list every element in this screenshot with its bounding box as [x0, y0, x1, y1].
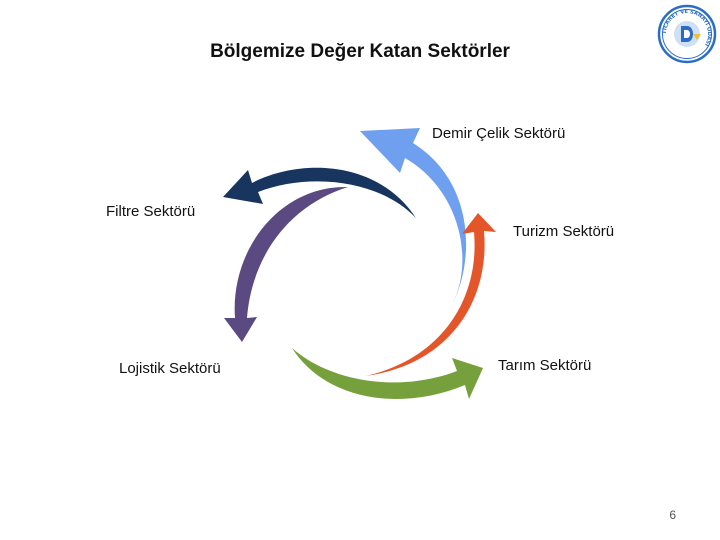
label-filtre: Filtre Sektörü [106, 203, 196, 220]
cycle-arrow-demir-celik [360, 128, 467, 305]
cycle-arrow-lojistik [224, 186, 348, 342]
cycle-arrow-turizm [365, 213, 496, 376]
label-turizm: Turizm Sektörü [513, 223, 615, 240]
page-number: 6 [669, 508, 676, 522]
cycle-arrow-filtre [223, 167, 416, 218]
cycle-arrow-tarim [292, 348, 483, 399]
label-demir-celik: Demir Çelik Sektörü [432, 125, 566, 142]
label-tarim: Tarım Sektörü [498, 357, 592, 374]
chamber-logo: TİCARET VE SANAYİ ODASI [657, 4, 717, 64]
label-lojistik: Lojistik Sektörü [119, 360, 221, 377]
slide-title: Bölgemize Değer Katan Sektörler [210, 41, 510, 62]
